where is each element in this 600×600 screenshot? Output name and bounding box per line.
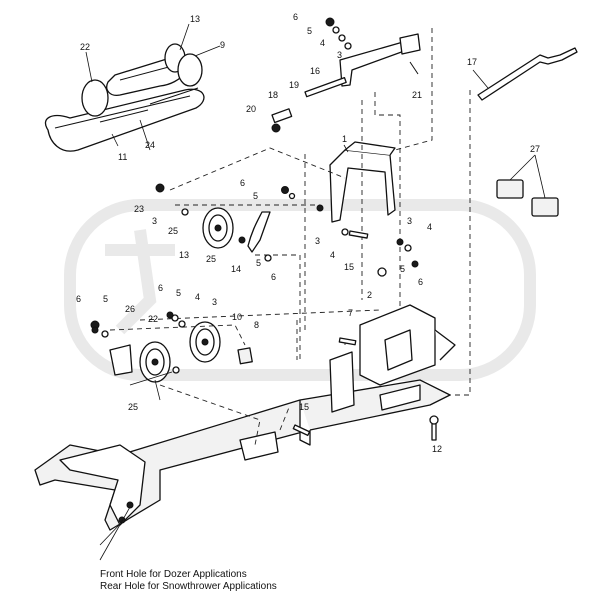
callout-5: 5 [400,264,405,274]
callout-11: 11 [118,152,127,162]
callout-26: 26 [125,304,135,314]
note-rear-hole: Rear Hole for Snowthrower Applications [100,581,277,592]
note-front-hole: Front Hole for Dozer Applications [100,569,247,580]
hardware-bolts [91,186,439,441]
callout-25: 25 [128,402,138,412]
callout-4: 4 [330,250,335,260]
leader-lines [85,23,546,561]
callout-7: 7 [348,308,353,318]
callout-24: 24 [145,140,155,150]
main-frame [34,304,456,531]
callout-5: 5 [307,26,312,36]
callout-1: 1 [342,134,347,144]
callout-3: 3 [212,297,217,307]
callout-13: 13 [179,250,189,260]
callout-4: 4 [320,38,325,48]
callout-13: 13 [190,14,200,24]
callout-6: 6 [271,272,276,282]
drive-belt-assembly [44,43,205,152]
callout-2: 2 [367,290,372,300]
callout-25: 25 [206,254,216,264]
callout-4: 4 [195,292,200,302]
callout-5: 5 [103,294,108,304]
callout-4: 4 [427,222,432,232]
callout-8: 8 [254,320,259,330]
idler-pulleys [90,183,271,383]
linkage-assembly [271,17,578,133]
callout-23: 23 [134,204,144,214]
callout-3: 3 [315,236,320,246]
callout-20: 20 [246,104,256,114]
callout-5: 5 [176,288,181,298]
callout-5: 5 [256,258,261,268]
assembly-lines [109,28,471,446]
pivot-bracket [329,141,396,223]
callout-17: 17 [467,57,477,67]
callout-14: 14 [231,264,241,274]
callout-3: 3 [337,50,342,60]
callout-9: 9 [220,40,225,50]
callout-5: 5 [253,191,258,201]
callout-6: 6 [293,12,298,22]
callout-6: 6 [418,277,423,287]
spacer-blocks [496,179,559,217]
callout-21: 21 [412,90,422,100]
callout-3: 3 [152,216,157,226]
callout-10: 10 [232,312,242,322]
callout-15: 15 [299,402,309,412]
callout-16: 16 [310,66,320,76]
callout-22: 22 [80,42,90,52]
callout-25: 25 [168,226,178,236]
callout-6: 6 [158,283,163,293]
callout-6: 6 [76,294,81,304]
callout-22: 22 [148,314,158,324]
callout-3: 3 [407,216,412,226]
callout-18: 18 [268,90,278,100]
callout-12: 12 [432,444,442,454]
callout-15: 15 [344,262,354,272]
watermark-logo [64,199,536,381]
callout-labels: 13 9 22 11 24 6 5 4 3 16 19 18 20 21 17 … [76,12,540,454]
callout-27: 27 [530,144,540,154]
callout-19: 19 [289,80,299,90]
callout-6: 6 [240,178,245,188]
